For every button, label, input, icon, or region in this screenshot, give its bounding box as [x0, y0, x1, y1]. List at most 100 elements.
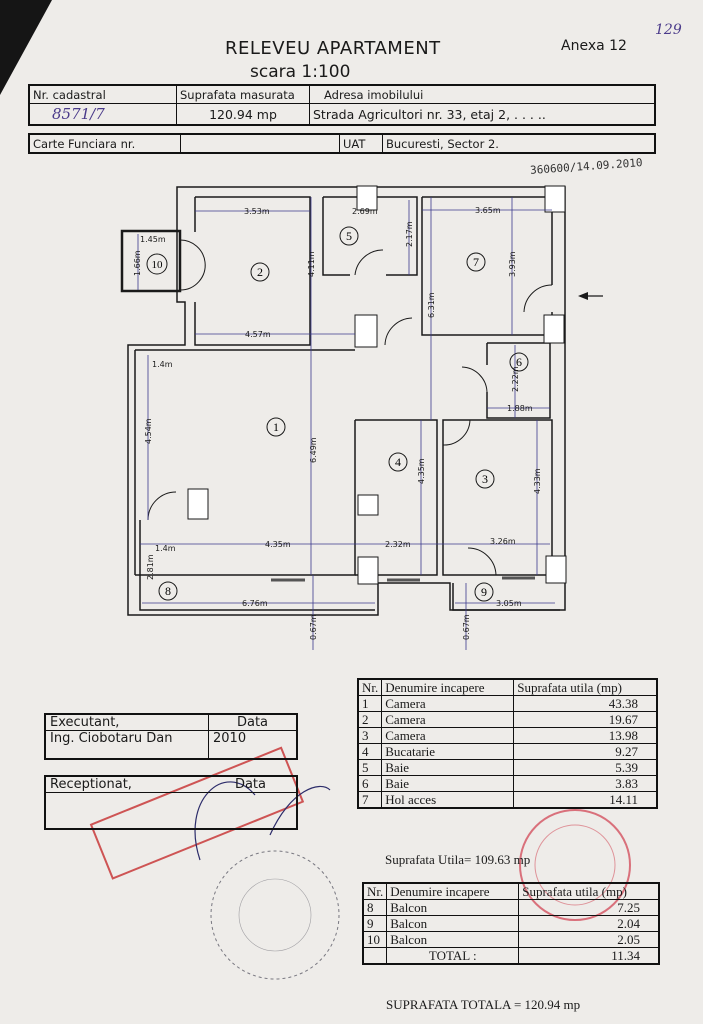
dim-label: 1.66m [133, 250, 142, 276]
balcony-total-value: 11.34 [518, 947, 660, 965]
executant-table: Executant, Data Ing. Ciobotaru Dan 2010 [44, 713, 298, 760]
receptionat-signature-area [44, 792, 298, 829]
row-name: Balcon [386, 899, 520, 916]
executant-name: Ing. Ciobotaru Dan [44, 730, 209, 759]
dim-label: 0.67m [462, 614, 471, 640]
row-name: Camera [381, 727, 515, 744]
row-nr: 3 [357, 727, 383, 744]
entrance-arrow-icon [578, 292, 603, 300]
executant-date-label: Data [208, 713, 298, 731]
svg-text:9: 9 [481, 585, 487, 599]
dim-label: 3.65m [475, 206, 501, 215]
address-value: Strada Agricultori nr. 33, etaj 2, . . .… [309, 103, 656, 126]
room-marker: 9 [474, 582, 494, 602]
room-marker: 5 [339, 226, 359, 246]
receptionat-table: Receptionat, Data [44, 775, 298, 830]
col-header-name: Denumire incapere [386, 882, 520, 900]
measured-area-value: 120.94 mp [176, 103, 310, 126]
row-name: Camera [381, 711, 515, 728]
row-area: 14.11 [513, 791, 658, 809]
row-nr: 1 [357, 695, 383, 712]
dim-label: 1.4m [152, 360, 173, 369]
dim-label: 3.93m [508, 251, 517, 277]
svg-text:2: 2 [257, 265, 263, 279]
dimension-labels: 3.53m 2.69m 2.17m 3.65m 3.93m 6.31m 4.11… [133, 206, 542, 640]
dim-label: 0.67m [309, 614, 318, 640]
handwritten-page-number: 129 [655, 22, 682, 38]
svg-text:5: 5 [346, 229, 352, 243]
row-name: Balcon [386, 931, 520, 948]
svg-text:1: 1 [273, 420, 279, 434]
row-nr: 10 [362, 931, 388, 948]
windows [271, 576, 535, 582]
photo-corner-shadow [0, 0, 52, 95]
uat-value: Bucuresti, Sector 2. [382, 133, 656, 154]
dim-label: 4.35m [265, 540, 291, 549]
dim-label: 2.17m [405, 221, 414, 247]
col-header-area: Suprafata utila (mp) [518, 882, 660, 900]
annex-label: Anexa 12 [561, 38, 627, 54]
svg-text:6: 6 [516, 355, 522, 369]
dim-label: 6.49m [309, 437, 318, 463]
chimney-shafts [187, 185, 567, 585]
dim-label: 2.69m [352, 207, 378, 216]
cadastral-value: 8571/7 [28, 103, 177, 126]
executant-date: 2010 [208, 730, 298, 759]
dim-label: 1.88m [507, 404, 533, 413]
land-book-label: Carte Funciara nr. [28, 133, 181, 154]
col-header-nr: Nr. [357, 678, 383, 696]
useful-area-total: Suprafata Utila= 109.63 mp [385, 852, 531, 867]
row-name: Balcon [386, 915, 520, 932]
room-marker: 2 [250, 262, 270, 282]
room-marker: 3 [475, 469, 495, 489]
svg-text:3: 3 [482, 472, 488, 486]
col-header-area: Suprafata utila (mp) [513, 678, 658, 696]
executant-label: Executant, [44, 713, 209, 731]
receptionat-label: Receptionat, [44, 775, 191, 793]
dim-label: 3.53m [244, 207, 270, 216]
balcony-area-table: Nr. Denumire incapere Suprafata utila (m… [362, 882, 660, 965]
row-area: 7.25 [518, 899, 660, 916]
svg-text:7: 7 [473, 255, 479, 269]
row-area: 5.39 [513, 759, 658, 776]
dim-label: 2.22m [511, 366, 520, 392]
grand-total: SUPRAFATA TOTALA = 120.94 mp [386, 997, 581, 1012]
document-title: RELEVEU APARTAMENT [225, 38, 441, 59]
property-info-table: Nr. cadastral Suprafata masurata Adresa … [28, 84, 656, 126]
row-nr: 2 [357, 711, 383, 728]
dim-label: 4.33m [533, 468, 542, 494]
room-numbers: 1 2 3 4 5 6 7 8 9 10 [146, 226, 529, 602]
svg-text:4: 4 [395, 455, 401, 469]
row-area: 2.05 [518, 931, 660, 948]
dim-label: 4.35m [417, 458, 426, 484]
row-name: Camera [381, 695, 515, 712]
scale-label: scara 1:100 [250, 62, 351, 82]
dim-label: 6.31m [427, 292, 436, 318]
dim-label: 4.11m [307, 251, 316, 277]
receptionat-date-label: Data [190, 775, 298, 793]
dim-label: 4.57m [245, 330, 271, 339]
row-nr: 7 [357, 791, 383, 809]
row-area: 9.27 [513, 743, 658, 760]
useful-area-table: Nr. Denumire incapere Suprafata utila (m… [357, 678, 658, 809]
room-marker: 10 [146, 253, 168, 275]
uat-label: UAT [339, 133, 383, 154]
room-marker: 1 [266, 417, 286, 437]
svg-text:10: 10 [152, 259, 164, 271]
dim-label: 2.32m [385, 540, 411, 549]
row-nr: 9 [362, 915, 388, 932]
dim-label: 2.81m [146, 554, 155, 580]
row-area: 3.83 [513, 775, 658, 792]
room-marker: 7 [466, 252, 486, 272]
dim-label: 4.54m [144, 418, 153, 444]
room-marker: 8 [158, 581, 178, 601]
room-marker: 6 [509, 352, 529, 372]
